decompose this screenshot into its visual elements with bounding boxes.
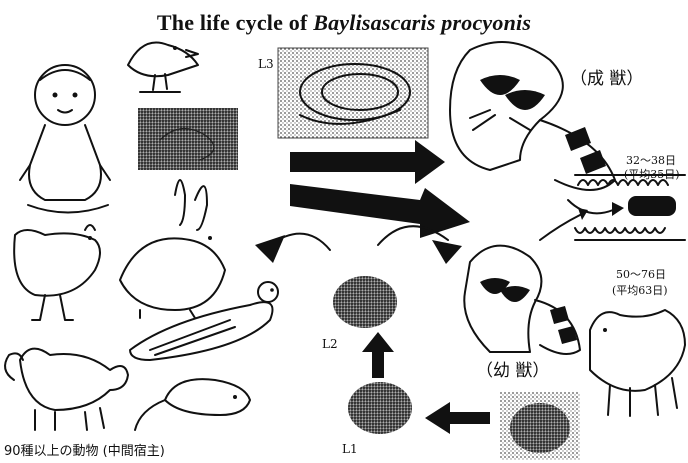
arrow-to-juvenile (290, 184, 470, 238)
label-juvenile-days-range: 50～76日 (616, 266, 666, 282)
l1-egg (348, 382, 412, 434)
bird-illustration (128, 43, 198, 93)
arrow-egg-to-l1 (425, 402, 490, 434)
chicken-illustration (14, 225, 100, 320)
curved-arrow-right (432, 240, 462, 264)
label-adult-days-avg: (平均35日) (624, 166, 680, 182)
label-l1: L1 (342, 442, 358, 456)
mouse-illustration (135, 379, 250, 430)
label-juvenile-raccoon: （幼 獣） (476, 356, 549, 381)
tissue-section-image (138, 108, 238, 170)
label-adult-raccoon: （成 獣） (570, 64, 643, 89)
arrow-to-adult (290, 140, 445, 184)
intestine-illustration (575, 175, 685, 240)
label-juvenile-days-avg: (平均63日) (612, 282, 668, 298)
label-l3: L3 (258, 57, 274, 71)
chipmunk-illustration (130, 282, 278, 360)
rabbit-illustration (120, 180, 225, 318)
l2-egg (333, 276, 397, 328)
curved-arrow-left (255, 235, 285, 263)
dog-left-illustration (5, 349, 128, 430)
arrow-l1-to-l2 (362, 332, 394, 378)
juvenile-raccoon-illustration (464, 246, 580, 354)
baby-illustration (20, 65, 110, 213)
dog-right-illustration (590, 310, 685, 416)
label-l2: L2 (322, 337, 338, 351)
label-intermediate-hosts: 90種以上の動物 (中間宿主) (4, 440, 165, 459)
